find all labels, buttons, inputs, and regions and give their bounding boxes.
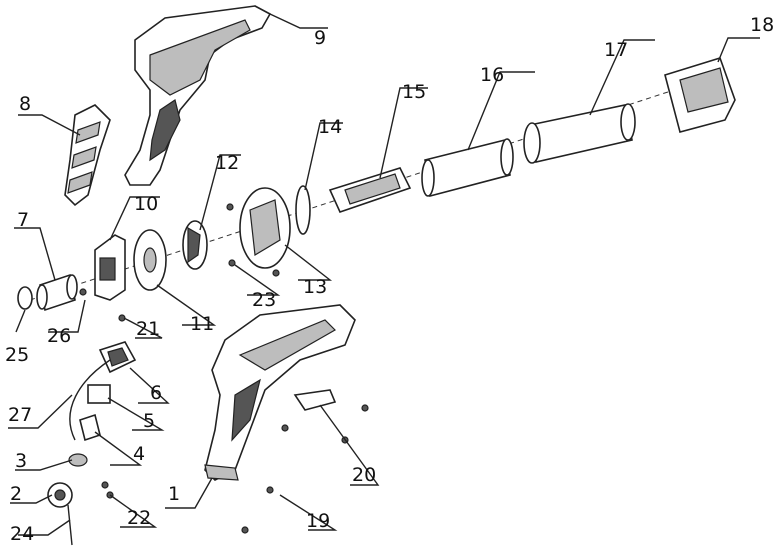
housing-half-lower [204,304,356,481]
label-10: 10 [134,193,158,215]
label-18: 18 [750,14,774,36]
label-6: 6 [150,382,162,404]
switch-part-6 [98,341,137,374]
label-13: 13 [303,276,327,298]
power-cord-part-24 [67,504,73,546]
label-2: 2 [10,483,22,505]
cylinder-part-7 [36,273,78,312]
grip-cover [64,104,111,207]
cable-part-27 [69,359,111,441]
housing-half-upper [124,5,272,186]
fan-housing-part-13 [239,187,291,269]
connector-part-4 [79,413,101,442]
outer-tube-part-17 [523,103,636,164]
label-25: 25 [5,344,29,366]
label-19: 19 [306,510,330,532]
label-17: 17 [604,39,628,61]
strain-relief-part-2 [47,482,73,508]
screws [79,203,369,534]
tube-part-16 [421,138,514,198]
label-24: 24 [10,523,34,545]
label-26: 26 [47,325,71,347]
stand-part-1 [204,464,239,481]
ring-part-25 [17,286,33,310]
label-5: 5 [143,410,155,432]
heating-element-part-15 [328,167,412,213]
motor-bracket-part-10 [94,234,126,301]
label-20: 20 [352,464,376,486]
leader-lines [8,13,760,536]
label-9: 9 [314,27,326,49]
label-14: 14 [318,116,342,138]
label-21: 21 [136,318,160,340]
label-27: 27 [8,404,32,426]
clip-part-3 [68,453,88,467]
label-3: 3 [15,450,27,472]
label-15: 15 [402,81,426,103]
label-4: 4 [133,443,145,465]
gasket-part-14 [295,185,311,235]
label-23: 23 [252,289,276,311]
fan-part-12 [182,220,208,270]
label-11: 11 [190,313,214,335]
trigger-part-20 [293,389,337,411]
label-22: 22 [127,507,151,529]
nozzle-cap-part-18 [664,57,736,133]
label-1: 1 [168,483,180,505]
label-12: 12 [215,152,239,174]
disc-part-11 [133,229,167,291]
label-8: 8 [19,93,31,115]
label-16: 16 [480,64,504,86]
label-7: 7 [17,209,29,231]
switch-cover-part-5 [87,384,111,404]
